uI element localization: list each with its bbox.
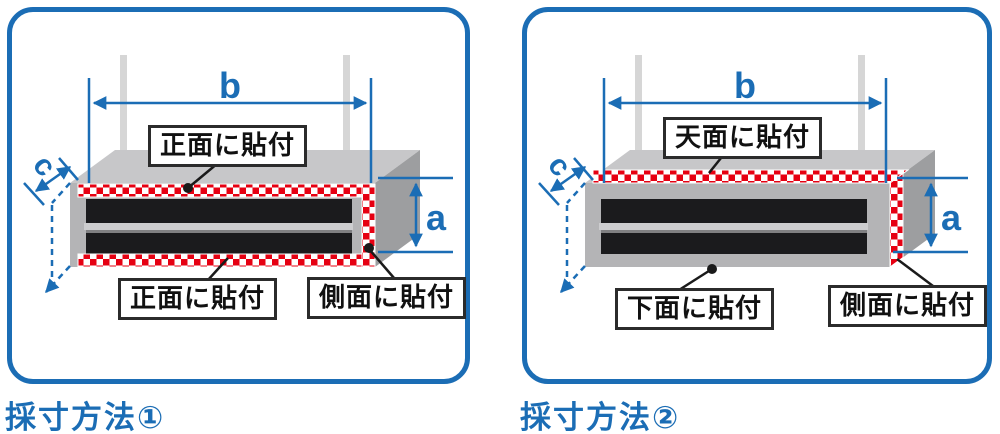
checkered-tape-front — [77, 183, 376, 268]
panel-title-1: 採寸方法① — [5, 400, 166, 434]
dimension-lines — [538, 78, 968, 294]
dim-a-label: a — [426, 197, 447, 238]
panel-2-body: b a c 天面に貼付 下面に貼付 側面に貼付 — [527, 12, 988, 379]
label-attach-bottom-face: 下面に貼付 — [615, 288, 775, 330]
hanging-poles — [635, 55, 865, 172]
callout-dot-side — [364, 243, 374, 253]
callout-lines — [187, 162, 395, 281]
dimension-lines — [23, 78, 453, 294]
dim-c-label: c — [541, 149, 577, 183]
tape-top-face — [592, 169, 910, 184]
panel-1-body: b a c 正面に貼付 正面に貼付 側面に貼付 — [12, 12, 467, 379]
label-attach-top-face: 天面に貼付 — [663, 117, 823, 159]
measurement-panel-1: b a c 正面に貼付 正面に貼付 側面に貼付 — [7, 7, 470, 384]
shelf-diagram-2: b a c — [538, 55, 968, 294]
dim-a-label: a — [941, 197, 962, 238]
dim-b-label: b — [734, 65, 756, 106]
label-attach-side: 側面に貼付 — [828, 285, 988, 327]
hanging-poles — [120, 55, 350, 172]
callout-dot-bottom — [707, 264, 717, 274]
tape-side — [889, 172, 904, 268]
label-attach-front-top: 正面に貼付 — [148, 125, 308, 167]
tape-front-top — [77, 183, 365, 198]
measurement-panel-2: b a c 天面に貼付 下面に貼付 側面に貼付 — [522, 7, 992, 384]
label-attach-front-bottom: 正面に貼付 — [118, 278, 278, 320]
shelf-diagram-1: b a c — [23, 55, 453, 294]
label-attach-side: 側面に貼付 — [307, 277, 467, 319]
shelf-box — [585, 150, 935, 267]
dim-b-label: b — [219, 65, 241, 106]
panel-title-2: 採寸方法② — [520, 400, 681, 434]
callout-dot-front — [183, 183, 193, 193]
dim-c-label: c — [26, 149, 62, 183]
